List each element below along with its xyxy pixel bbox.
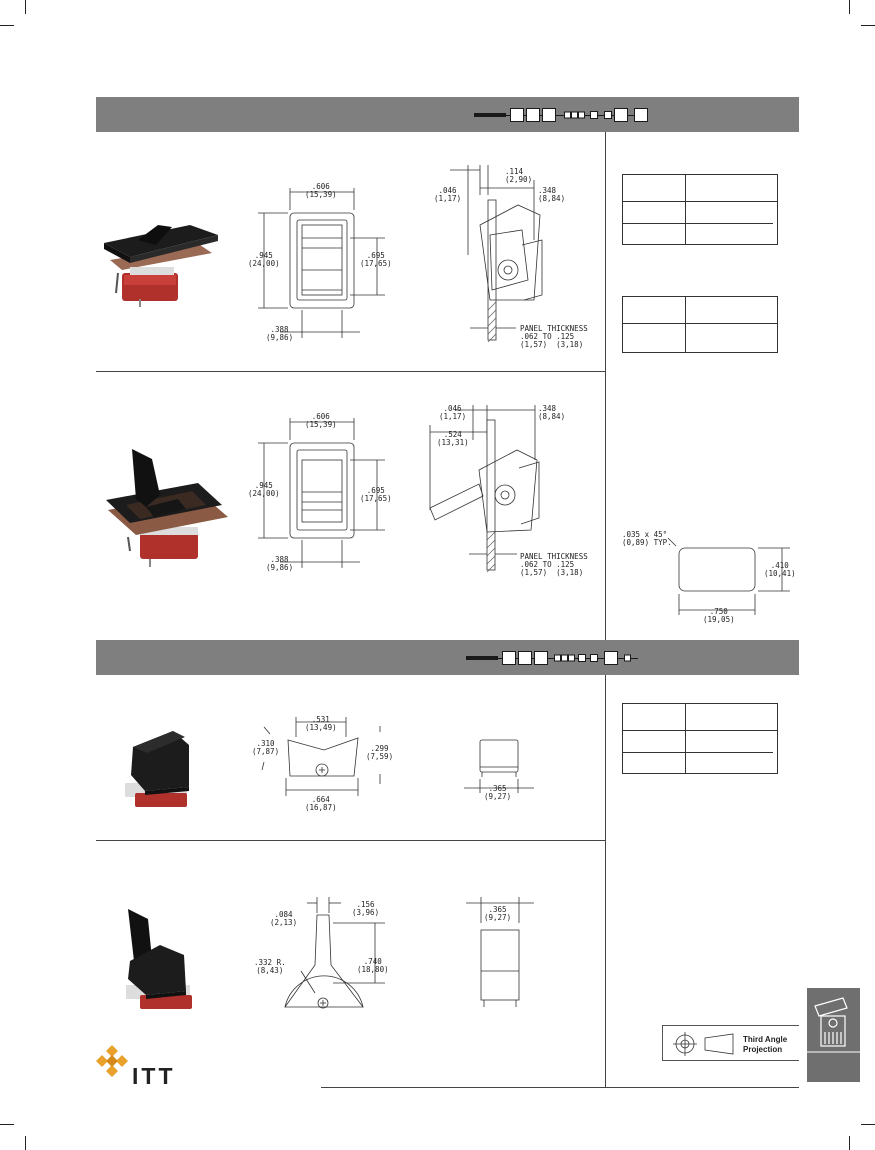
front-view-drawing <box>240 180 390 350</box>
dimension-label: .531 (13,49) <box>305 715 337 732</box>
rocker-switch-tab-icon <box>807 997 860 1053</box>
side-view-drawing <box>430 160 605 355</box>
column-divider <box>605 675 606 1087</box>
section-banner <box>96 97 799 132</box>
crop-mark <box>861 1124 875 1125</box>
part-number-code <box>474 97 654 132</box>
crop-mark <box>849 1136 850 1150</box>
section-tab <box>807 988 860 1082</box>
section-banner <box>96 640 799 675</box>
dimension-label: .740 (18,80) <box>357 957 389 974</box>
dimension-label: .606 (15,39) <box>305 412 337 429</box>
front-view-drawing <box>240 410 390 580</box>
itt-diamond-logo-icon <box>96 1045 128 1077</box>
dimension-label: .046 (1,17) <box>434 186 462 203</box>
crop-mark <box>0 25 14 26</box>
brand-name: ITT <box>132 1063 176 1089</box>
third-angle-projection-symbol-icon <box>673 1032 734 1056</box>
dimension-label: .750 (19,05) <box>703 607 735 624</box>
row-divider <box>96 840 605 841</box>
crop-mark <box>849 0 850 14</box>
dimension-label: .332 R. (8,43) <box>254 958 286 975</box>
spec-table <box>622 703 778 774</box>
dimension-label: .156 (3,96) <box>352 900 380 917</box>
dimension-label: .606 (15,39) <box>305 182 337 199</box>
crop-mark <box>0 1124 14 1125</box>
dimension-label: .348 (8,84) <box>538 186 566 203</box>
dimension-label: .945 (24,00) <box>248 481 280 498</box>
dimension-label: .524 (13,31) <box>437 430 469 447</box>
spec-table <box>622 174 778 245</box>
dimension-label: .388 (9,86) <box>266 555 294 572</box>
dimension-label: .365 (9,27) <box>484 784 512 801</box>
footer-rule <box>321 1087 799 1088</box>
rocker-switch-photo <box>115 715 205 815</box>
side-view-drawing <box>460 895 540 1010</box>
rocker-switch-photo <box>100 215 220 310</box>
column-divider <box>605 132 606 640</box>
dimension-label: .365 (9,27) <box>484 905 512 922</box>
dimension-label: .348 (8,84) <box>538 404 566 421</box>
crop-mark <box>861 25 875 26</box>
dimension-label: .664 (16,87) <box>305 795 337 812</box>
part-number-code <box>466 640 646 675</box>
dimension-label: .410 (10,41) <box>764 561 796 578</box>
crop-mark <box>25 0 26 14</box>
dimension-label: .945 (24,00) <box>248 251 280 268</box>
dimension-label: .299 (7,59) <box>366 744 394 761</box>
dimension-label: .310 (7,87) <box>252 739 280 756</box>
dimension-label: .046 (1,17) <box>439 404 467 421</box>
dimension-label: PANEL THICKNESS .062 TO .125 (1,57) (3,1… <box>520 324 588 349</box>
dimension-label: .114 (2,90) <box>505 167 533 184</box>
crop-mark <box>25 1136 26 1150</box>
dimension-label: .035 x 45° (0,89) TYP. <box>622 530 672 547</box>
spec-table <box>622 296 778 353</box>
toggle-switch-photo <box>118 905 203 1020</box>
panel-cutout-drawing <box>640 530 805 630</box>
dimension-label: .695 (17,65) <box>360 486 392 503</box>
toggle-switch-photo <box>100 445 230 570</box>
dimension-label: .388 (9,86) <box>266 325 294 342</box>
front-view-drawing <box>255 895 395 1020</box>
row-divider <box>96 371 605 372</box>
side-view-drawing <box>425 400 605 580</box>
dimension-label: .084 (2,13) <box>270 910 298 927</box>
side-view-drawing <box>460 735 540 810</box>
front-view-drawing <box>250 712 400 812</box>
dimension-label: PANEL THICKNESS .062 TO .125 (1,57) (3,1… <box>520 552 588 577</box>
dimension-label: .695 (17,65) <box>360 251 392 268</box>
